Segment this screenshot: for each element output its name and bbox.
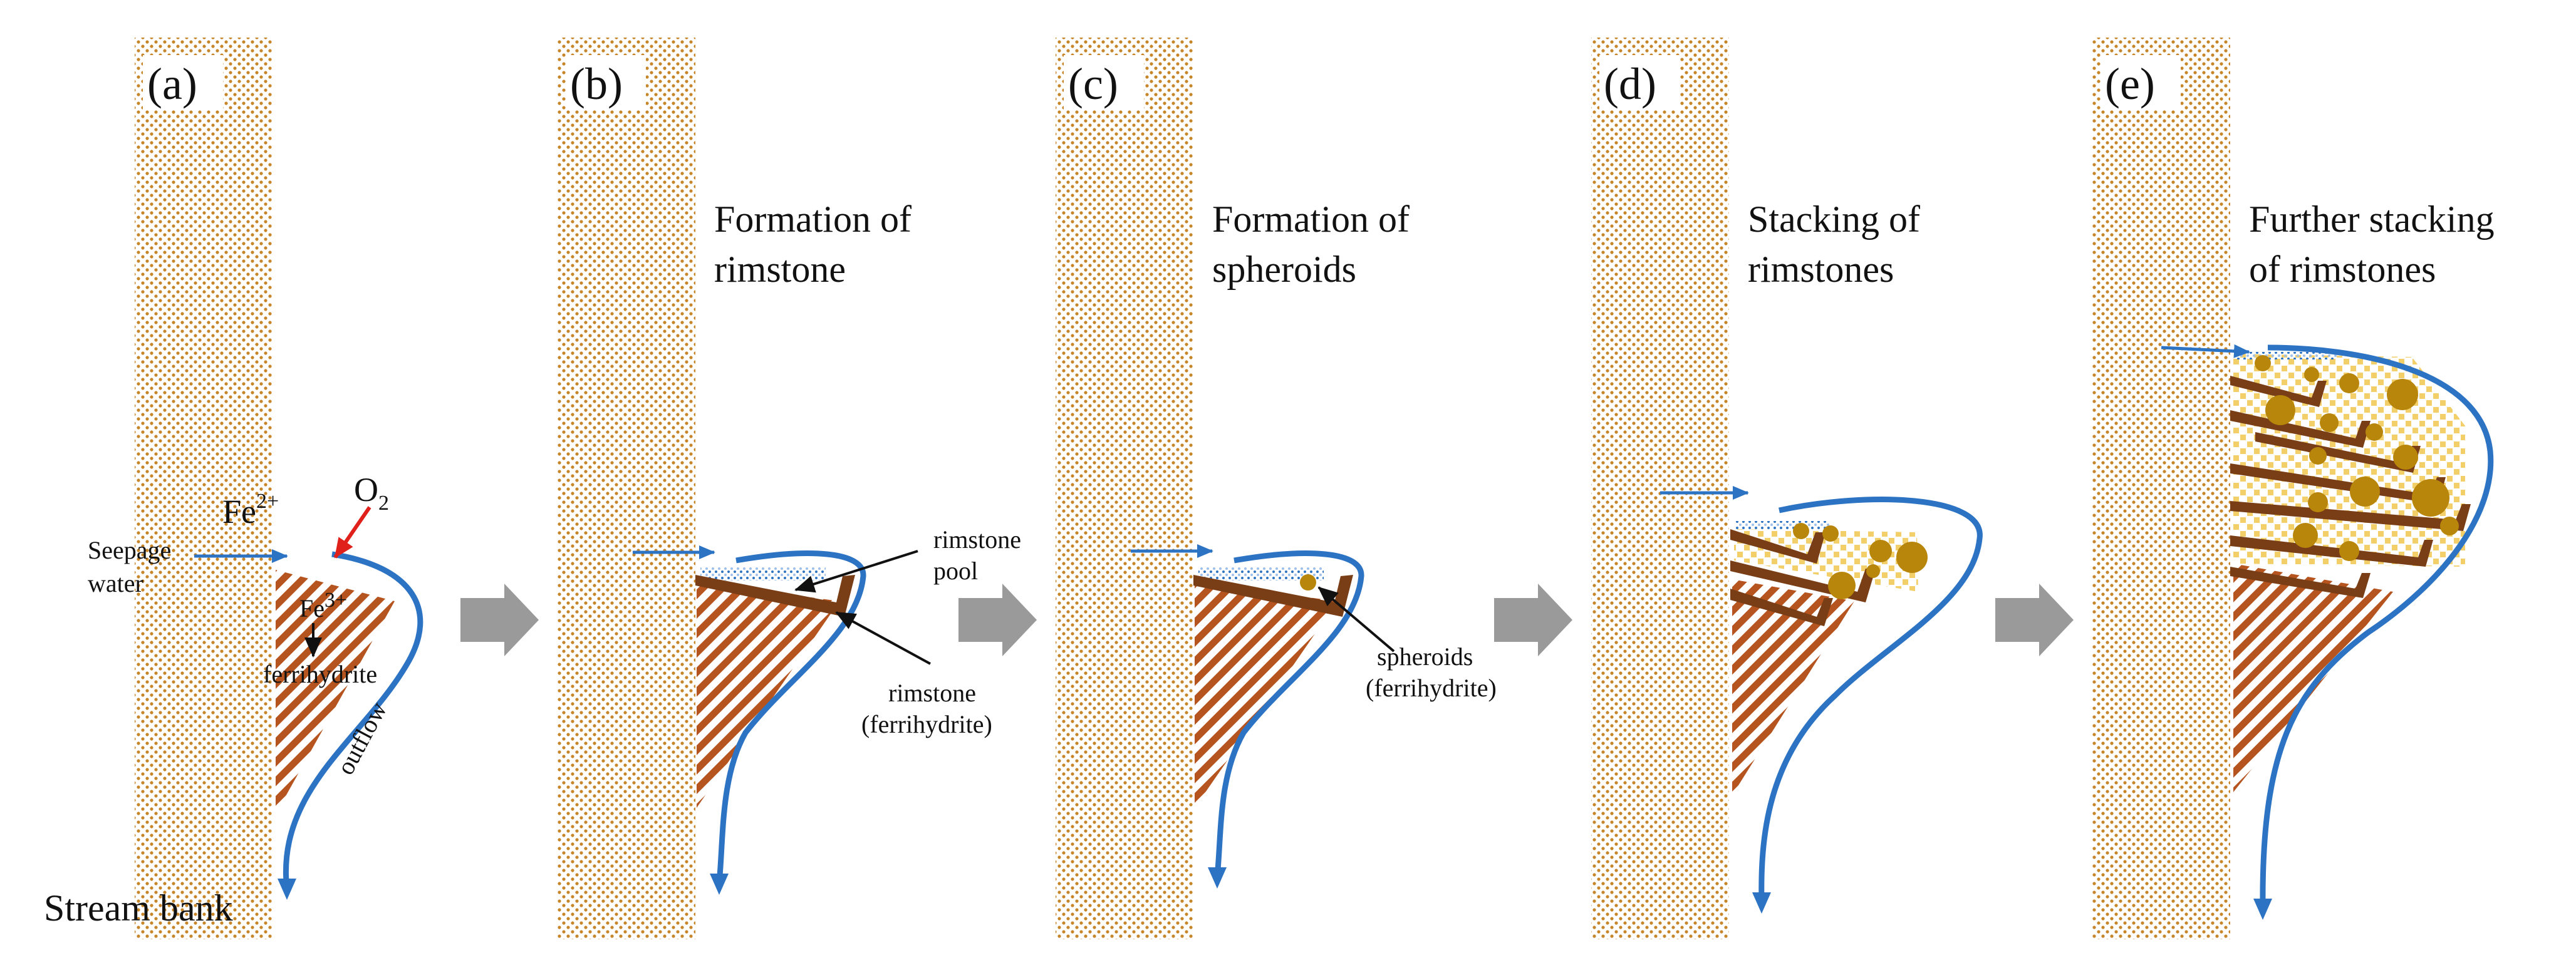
spheroid-e-3 [2339,373,2359,393]
rimstone-e-5 [2230,501,2471,531]
panel-e [2161,344,2494,920]
seepage-label-line2: water [88,569,143,597]
spheroid-d-5 [1828,572,1856,599]
outflow-curve-a [283,551,423,890]
ferrihydrite-deposit-c [1195,582,1337,808]
ferrihydrite-label-a: ferrihydrite [263,660,377,688]
spheroid-e-4 [2387,379,2418,410]
stream-bank-d [1591,38,1729,939]
spheroid-d-4 [1896,542,1928,573]
outflow-label: outflow [331,697,392,779]
fe3-label: Fe3+ [299,589,347,622]
rimstone-e-7 [2230,567,2371,598]
rimstone-e-4 [2230,463,2446,504]
caption-c-line1: Formation of [1212,199,1410,240]
outflow-curve-c [1214,550,1364,877]
rimstone-label-line1: rimstone [888,679,976,707]
panel-label-a: (a) [147,59,197,109]
panel-label-b: (b) [570,59,623,109]
panel-a: Fe2+ O2 Seepage water Fe3+ ferrihydrite … [44,471,423,929]
spheroid-d-3 [1869,540,1892,562]
process-arrow-d-to-e [1995,584,2074,656]
rimstone-pool-pointer [794,550,918,593]
ferrihydrite-deposit-d [1732,579,1854,795]
stream-bank-label: Stream bank [44,887,233,929]
spheroid-e-11 [2412,479,2449,517]
panel-c: spheroids (ferrihydrite) [1131,544,1497,889]
o2-label: O2 [354,471,389,515]
rimstone-pool-label-line1: rimstone [933,525,1021,554]
spheroid-e-2 [2304,367,2319,382]
spheroid-d-6 [1866,564,1880,578]
rimstone-e-2 [2230,410,2371,448]
spheroid-e-6 [2320,413,2339,432]
panel-d [1660,486,1983,914]
spheroid-e-12 [2308,492,2328,512]
panel-label-e: (e) [2105,59,2155,109]
spheroid-e-13 [2440,517,2459,535]
caption-e-line2: of rimstones [2249,249,2436,290]
spheroid-e-1 [2255,355,2271,371]
process-arrow-a-to-b [460,584,539,656]
spheroid-e-9 [2309,447,2327,465]
spheroids-label-line1: spheroids [1377,642,1473,671]
seepage-arrow-e [2161,344,2250,358]
ferrihydrite-deposit-e [2233,564,2393,792]
caption-b-line2: rimstone [714,249,846,290]
ferrihydrite-deposit-b [697,582,839,808]
spheroid-d-2 [1822,525,1839,542]
spheroid-e-5 [2265,395,2295,425]
caption-c-line2: spheroids [1212,249,1356,290]
rimstone-e-3 [2255,432,2421,473]
caption-e-line1: Further stacking [2249,199,2495,240]
stream-bank-b [558,38,695,939]
spheroid-e-15 [2339,541,2359,561]
panel-label-d: (d) [1604,59,1656,109]
rimstone-pool-d [1735,521,1829,530]
rimstone-pointer [835,611,931,665]
caption-d-line1: Stacking of [1748,199,1920,240]
o2-arrow [333,506,371,559]
rimstone-d-3 [1730,589,1833,626]
outflow-curve-d [1758,497,1983,902]
outflow-curve-e [2260,344,2494,909]
ferrihydrite-deposit-a [276,570,395,814]
process-arrow-c-to-d [1494,584,1572,656]
rimstone-label-line2: (ferrihydrite) [861,710,992,738]
rimstone-pool-label-line2: pool [933,557,978,585]
rimstone-d-1 [1730,529,1826,564]
rimstone-pool-c [1198,567,1324,580]
rimstone-e-1 [2230,376,2327,407]
fe2-label: Fe2+ [222,490,279,530]
spheroid-e-8 [2393,445,2418,470]
spheroid-e-7 [2366,423,2383,441]
caption-b-line1: Formation of [714,199,911,240]
spheroids-label-line2: (ferrihydrite) [1366,674,1497,702]
panel-label-c: (c) [1068,59,1118,109]
spheroids-pointer [1317,586,1395,653]
rimstone-c [1193,575,1353,617]
stream-bank-e [2092,38,2230,939]
rimstone-e-6 [2230,535,2433,567]
caption-d-line2: rimstones [1748,249,1894,290]
spheroid-d-1 [1793,523,1809,539]
seepage-label-line1: Seepage [88,536,171,564]
spheroid-e-14 [2293,523,2318,548]
rimstone-b [695,575,855,617]
stream-bank-c [1056,38,1193,939]
spheroid-c [1300,574,1316,591]
rimstone-pool-b [700,567,826,580]
process-arrow-b-to-c [958,584,1037,656]
spheroid-e-10 [2350,477,2380,507]
stream-bank-a [135,38,273,939]
panel-b: rimstone pool rimstone (ferrihydrite) [633,525,1021,895]
outflow-curve-b [716,550,866,884]
